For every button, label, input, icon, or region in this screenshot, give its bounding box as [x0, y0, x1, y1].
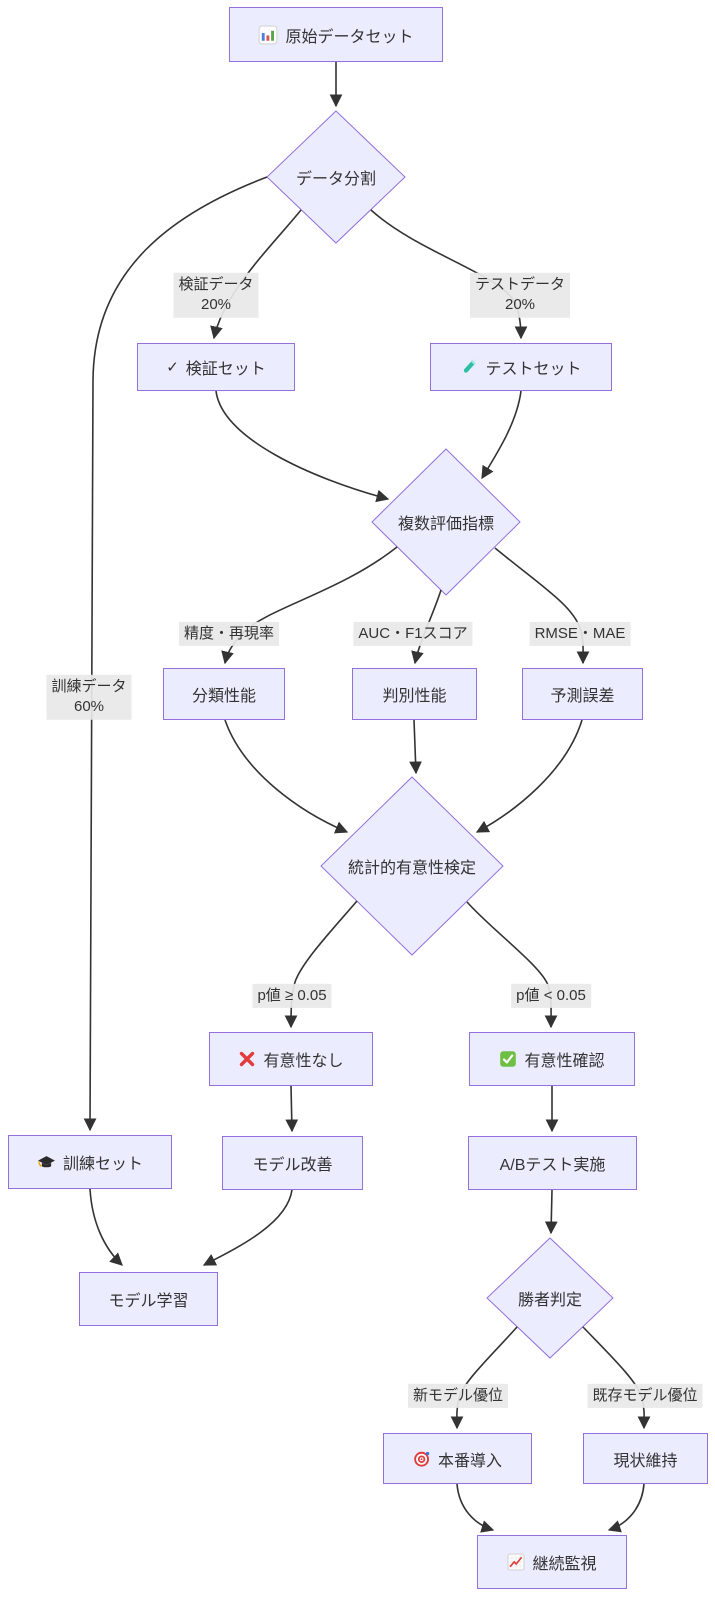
- node-model-improvement: モデル改善: [222, 1136, 363, 1190]
- edge-improvement-to-modeltraining: [202, 1189, 293, 1266]
- node-label: 検証セット: [185, 361, 266, 378]
- test-tube-icon: [460, 358, 478, 376]
- node-winner-decision-diamond: [486, 1237, 614, 1359]
- edge-validation-to-metrics: [215, 390, 390, 503]
- edge-label-accuracy-recall: 精度・再現率: [178, 621, 280, 647]
- edge-none-to-improvement: [285, 1085, 299, 1133]
- node-multi-metrics-label: 複数評価指標: [397, 516, 495, 533]
- node-prediction-error: 予測誤差: [522, 668, 643, 720]
- bar-chart-icon: [258, 25, 278, 45]
- node-validation-set: ✓ 検証セット: [137, 343, 295, 391]
- node-label: 分類性能: [191, 688, 256, 705]
- node-data-split-diamond: [266, 110, 406, 244]
- node-continuous-monitoring: 継続監視: [477, 1535, 627, 1589]
- node-label: 訓練セット: [62, 1156, 143, 1173]
- node-production-deploy: 本番導入: [383, 1433, 532, 1484]
- node-significance-confirmed: 有意性確認: [469, 1032, 635, 1086]
- check-box-icon: [499, 1050, 517, 1068]
- edge-trainingset-to-modeltraining: [89, 1188, 123, 1266]
- edge-label-auc-f1: AUC・F1スコア: [353, 621, 473, 647]
- edge-split-to-training: [83, 176, 268, 1132]
- target-icon: [413, 1450, 431, 1468]
- node-label: 原始データセット: [285, 28, 414, 46]
- node-significance-test-diamond: [320, 776, 504, 956]
- edge-abtest-to-winner: [544, 1189, 558, 1235]
- node-training-set: 訓練セット: [8, 1135, 172, 1189]
- edge-winner-to-production: [450, 1326, 518, 1430]
- edge-label-p-lt-005: p値 < 0.05: [511, 983, 591, 1009]
- node-label: A/Bテスト実施: [499, 1157, 606, 1174]
- edge-label-test-data: テストデータ 20%: [469, 272, 571, 318]
- edge-statusquo-to-monitoring: [607, 1483, 645, 1533]
- node-no-significance: 有意性なし: [209, 1032, 373, 1086]
- edge-label-validation-data: 検証データ 20%: [173, 272, 259, 318]
- node-discrimination-performance: 判別性能: [352, 668, 477, 720]
- node-data-split-label: データ分割: [295, 171, 377, 188]
- edge-winner-to-statusquo: [582, 1326, 651, 1430]
- edge-label-training-data: 訓練データ 60%: [46, 674, 132, 720]
- node-classification-performance: 分類性能: [163, 668, 285, 720]
- node-label: モデル学習: [108, 1293, 189, 1310]
- node-multi-metrics-diamond: [371, 448, 521, 596]
- edge-significance-to-confirmed: [466, 901, 558, 1029]
- edge-production-to-monitoring: [456, 1483, 495, 1533]
- graduation-cap-icon: [37, 1153, 56, 1172]
- node-raw-dataset: 原始データセット: [229, 7, 443, 62]
- node-label: モデル改善: [252, 1157, 333, 1174]
- node-label: 有意性確認: [524, 1053, 605, 1070]
- edge-significance-to-none: [284, 900, 358, 1029]
- edge-split-to-validation: [210, 209, 302, 340]
- edge-prediction-to-significance: [475, 719, 583, 833]
- edge-label-rmse-mae: RMSE・MAE: [529, 621, 631, 647]
- edge-test-to-metrics: [481, 390, 522, 480]
- edge-label-p-ge-005: p値 ≥ 0.05: [252, 983, 332, 1009]
- node-test-set: テストセット: [430, 343, 612, 391]
- node-significance-test-label: 統計的有意性検定: [347, 860, 477, 877]
- node-model-training: モデル学習: [79, 1272, 218, 1326]
- check-icon: ✓: [166, 359, 179, 376]
- node-label: 予測誤差: [550, 688, 615, 705]
- node-label: 継続監視: [532, 1556, 597, 1573]
- edge-classification-to-significance: [224, 719, 349, 834]
- node-label: テストセット: [485, 361, 582, 378]
- node-label: 本番導入: [437, 1452, 502, 1470]
- node-status-quo: 現状維持: [583, 1433, 708, 1484]
- edge-label-new-model-wins: 新モデル優位: [407, 1383, 509, 1409]
- node-winner-decision-label: 勝者判定: [517, 1292, 583, 1309]
- node-label: 判別性能: [382, 688, 447, 705]
- node-ab-test: A/Bテスト実施: [468, 1136, 637, 1190]
- node-label: 現状維持: [613, 1452, 678, 1470]
- chart-increasing-icon: [507, 1553, 525, 1571]
- edge-label-existing-model-wins: 既存モデル優位: [587, 1383, 703, 1409]
- cross-mark-icon: [238, 1050, 256, 1068]
- edge-discrimination-to-significance: [409, 719, 422, 775]
- node-label: 有意性なし: [263, 1053, 344, 1070]
